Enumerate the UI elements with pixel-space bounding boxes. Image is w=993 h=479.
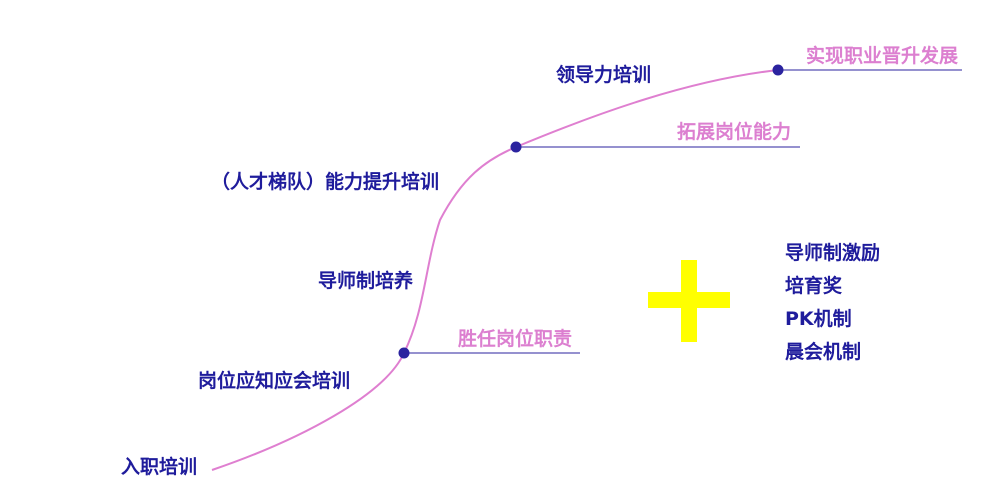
mechanism-training-award: 培育奖 (785, 275, 843, 297)
stage-label-onboarding: 入职培训 (121, 456, 198, 478)
mechanism-pk: PK机制 (785, 308, 852, 330)
goal-label-job-competence: 胜任岗位职责 (458, 328, 573, 350)
milestone-node-3 (772, 64, 784, 76)
plus-icon-horizontal-bar (648, 292, 730, 308)
mechanism-mentor-incentive: 导师制激励 (785, 242, 881, 264)
stage-label-leadership: 领导力培训 (556, 64, 652, 86)
stage-label-job-knowledge: 岗位应知应会培训 (198, 370, 351, 392)
stage-label-talent-pipeline: （人才梯队）能力提升培训 (211, 171, 440, 193)
mechanism-morning-meeting: 晨会机制 (785, 341, 862, 363)
goal-label-career-promotion: 实现职业晋升发展 (806, 45, 959, 67)
milestone-node-2 (510, 141, 522, 153)
goal-label-expand-capability: 拓展岗位能力 (677, 121, 792, 143)
growth-curve (211, 69, 779, 471)
stage-label-mentorship: 导师制培养 (318, 270, 414, 292)
milestone-node-1 (398, 347, 410, 359)
